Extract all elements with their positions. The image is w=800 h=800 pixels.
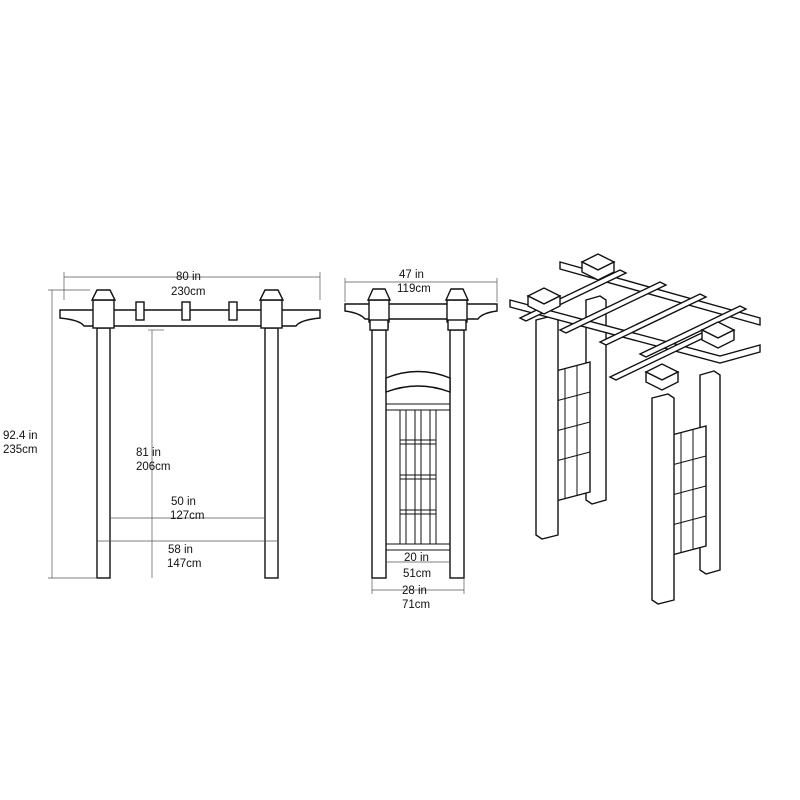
outer-width-in: 58 in (168, 544, 193, 556)
front-width-in: 80 in (176, 271, 201, 283)
outer-width-cm: 147cm (167, 558, 202, 570)
front-view (48, 272, 321, 579)
outer-depth-in: 28 in (402, 585, 427, 597)
inner-width-in: 50 in (171, 496, 196, 508)
side-view (344, 278, 498, 594)
isometric-view (509, 253, 761, 605)
front-height-in: 92.4 in (3, 430, 38, 442)
post-height-in: 81 in (136, 447, 161, 459)
inner-depth-cm: 51cm (403, 568, 431, 580)
post-height-cm: 206cm (136, 461, 171, 473)
outer-depth-cm: 71cm (402, 599, 430, 611)
front-height-cm: 235cm (3, 444, 38, 456)
inner-width-cm: 127cm (170, 510, 205, 522)
front-width-cm: 230cm (171, 286, 206, 298)
inner-depth-in: 20 in (404, 552, 429, 564)
side-depth-in: 47 in (399, 269, 424, 281)
side-depth-cm: 119cm (397, 283, 431, 295)
